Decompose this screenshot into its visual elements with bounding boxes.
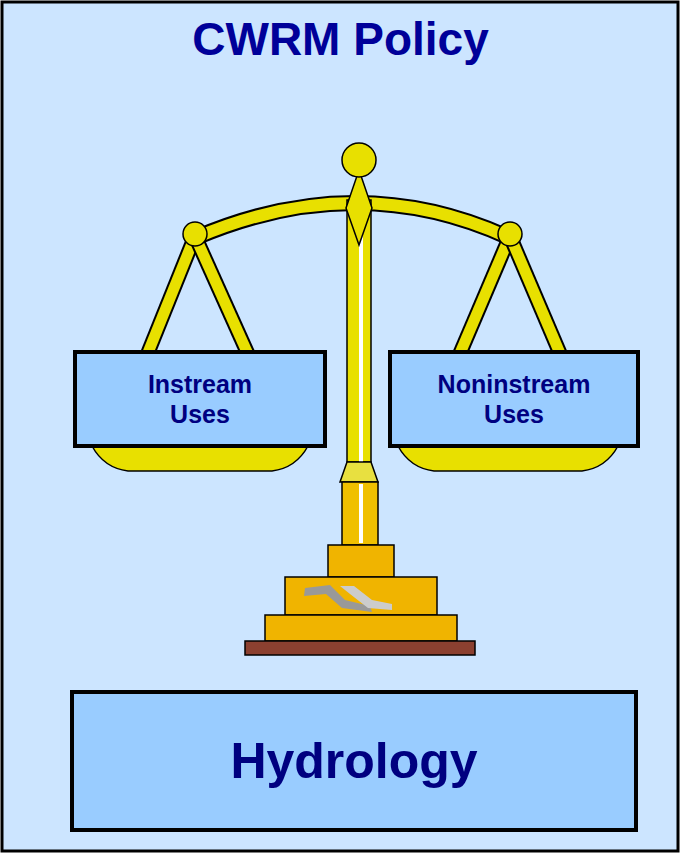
- base-bottom: [265, 615, 457, 641]
- pole-highlight: [359, 215, 363, 546]
- left-knob: [183, 222, 207, 246]
- base-top: [328, 545, 394, 577]
- text-box: Instream Uses: [73, 350, 327, 448]
- plinth: [245, 641, 475, 655]
- right-knob: [498, 222, 522, 246]
- stem: [342, 482, 378, 545]
- base-middle: [285, 577, 437, 615]
- text-box: Noninstream Uses: [388, 350, 640, 448]
- box-label: Hydrology: [230, 731, 477, 791]
- text-box: Hydrology: [70, 690, 638, 832]
- collar: [340, 462, 378, 482]
- left-pan: [92, 446, 308, 471]
- stem-highlight: [359, 484, 363, 543]
- pivot-ornament: [346, 170, 372, 245]
- top-knob: [342, 143, 376, 177]
- box-label: Noninstream Uses: [419, 369, 609, 429]
- box-label: Instream Uses: [135, 369, 265, 429]
- base-streak: [340, 586, 392, 610]
- right-pan: [398, 446, 618, 471]
- diagram-title: CWRM Policy: [0, 12, 681, 66]
